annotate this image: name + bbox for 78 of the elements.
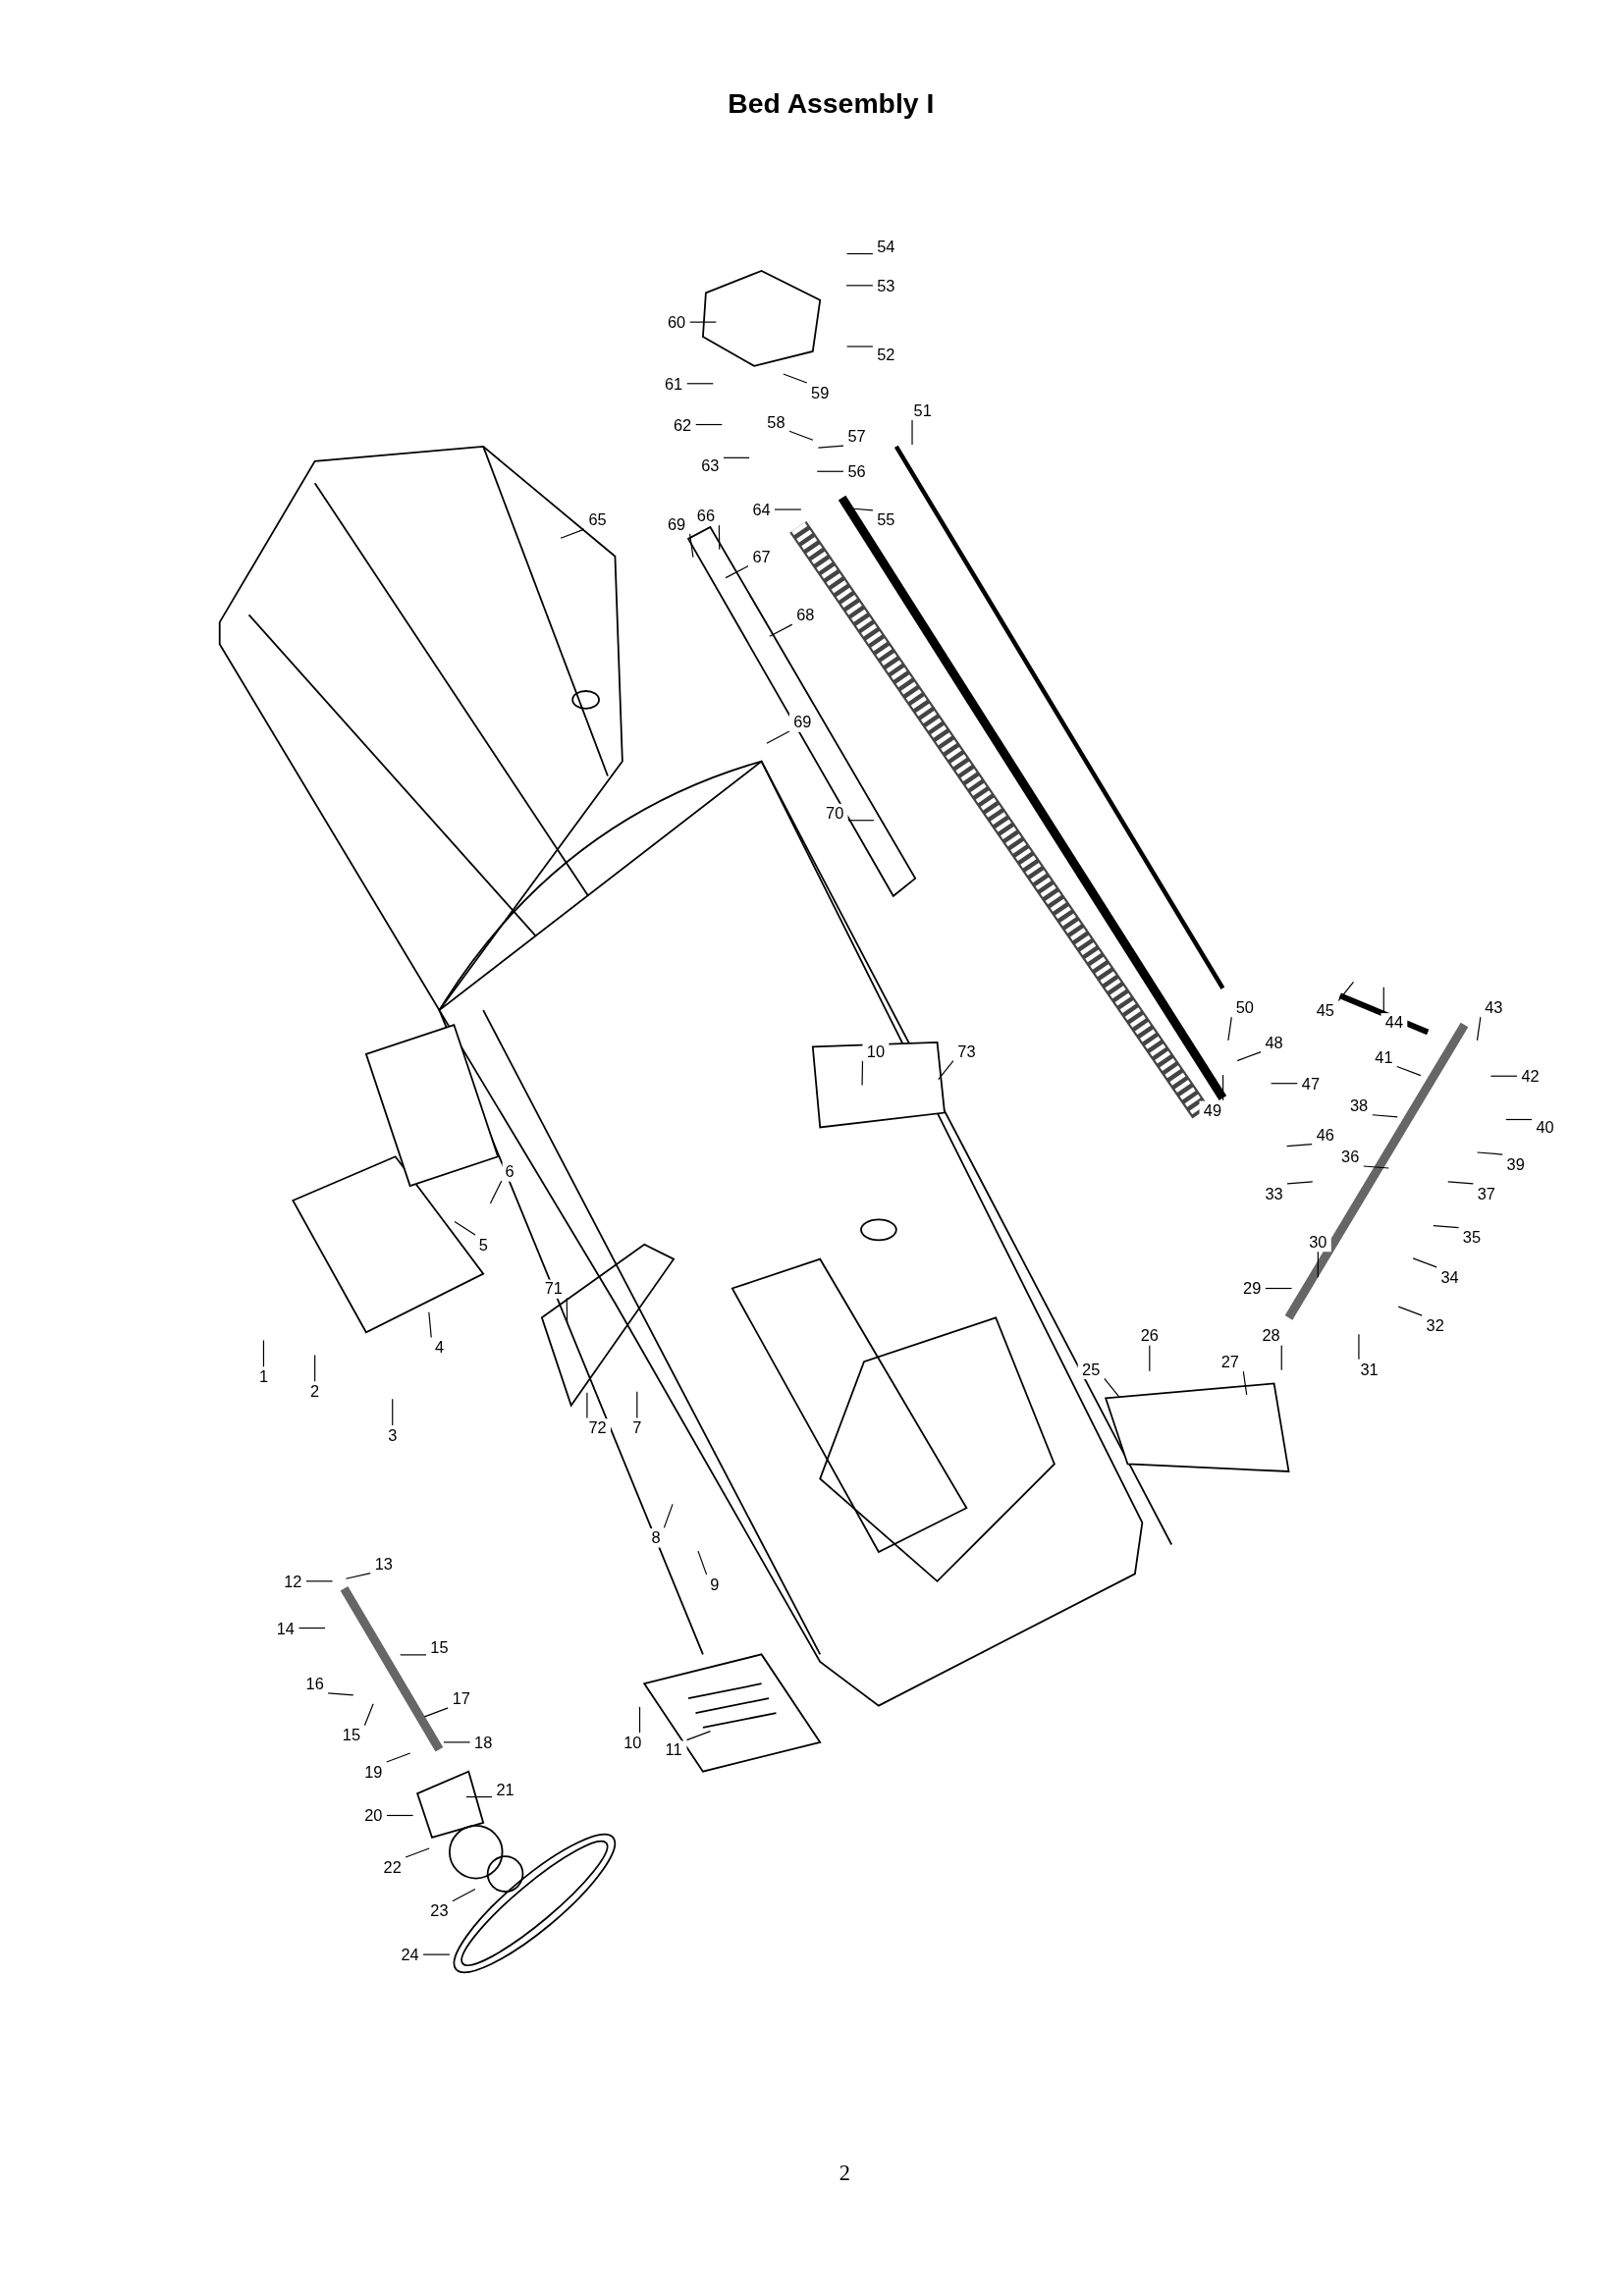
leader-line — [1280, 1344, 1282, 1371]
leader-line — [845, 285, 874, 287]
leader-line — [846, 252, 874, 255]
leader-line — [363, 1703, 374, 1727]
leader-line — [400, 1654, 427, 1656]
leader-line — [694, 423, 723, 426]
leader-line — [1396, 1065, 1422, 1077]
leader-line — [305, 1580, 334, 1582]
leader-line — [392, 1398, 394, 1426]
leader-line — [1382, 987, 1384, 1013]
leader-line — [1412, 1257, 1437, 1268]
leader-line — [1227, 1016, 1232, 1041]
leader-line — [443, 1741, 471, 1743]
leader-line — [1149, 1344, 1151, 1372]
leader-line — [454, 1220, 476, 1236]
leader-line — [489, 1180, 503, 1204]
leader-line — [1476, 1151, 1503, 1155]
leader-line — [718, 524, 721, 551]
leader-line — [327, 1692, 354, 1696]
leader-line — [723, 456, 750, 458]
leader-line — [725, 564, 749, 579]
leader-line — [783, 373, 808, 384]
leader-line — [1222, 1074, 1224, 1101]
leader-line — [345, 1573, 371, 1579]
leader-line — [386, 1752, 411, 1763]
leader-line — [769, 623, 793, 637]
leader-line — [688, 533, 694, 559]
leader-line — [1337, 981, 1355, 1002]
leader-line — [1505, 1118, 1533, 1121]
leader-line — [1104, 1377, 1120, 1398]
leader-line — [1317, 1250, 1319, 1278]
leader-line — [298, 1627, 326, 1629]
leader-line — [847, 820, 875, 822]
leader-line — [636, 1391, 638, 1419]
leader-line — [816, 470, 844, 472]
leader-line — [1242, 1370, 1248, 1396]
leader-line — [452, 1888, 476, 1902]
leader-line — [1433, 1225, 1460, 1229]
page-number: 2 — [839, 2161, 850, 2186]
leader-line — [422, 1953, 451, 1955]
leader-line — [1265, 1287, 1293, 1290]
leader-line — [788, 430, 814, 441]
leader-line — [560, 528, 585, 539]
leader-line — [1363, 1165, 1389, 1169]
leader-line — [1476, 1016, 1482, 1041]
leader-line — [663, 1503, 674, 1528]
leader-line — [314, 1354, 316, 1382]
leader-line — [1286, 1144, 1313, 1148]
leader-line — [405, 1847, 430, 1858]
leader-line — [938, 1060, 954, 1081]
callout-number: 10 — [862, 1041, 890, 1061]
leader-line — [774, 508, 802, 510]
leader-line — [1271, 1083, 1299, 1085]
leader-line — [846, 346, 874, 347]
leader-line — [1447, 1181, 1475, 1185]
leader-line — [685, 1731, 712, 1741]
leader-line — [386, 1814, 414, 1817]
leader-line — [586, 1392, 588, 1419]
leader-line — [1371, 1114, 1398, 1118]
leader-line — [861, 1060, 864, 1087]
leader-line — [465, 1795, 493, 1798]
leader-line — [817, 445, 844, 449]
page-title: Bed Assembly I — [728, 87, 935, 121]
leader-line — [911, 418, 913, 446]
leader-line — [1358, 1333, 1360, 1361]
leader-line — [1489, 1075, 1518, 1077]
leader-line — [766, 730, 790, 744]
leader-line — [428, 1311, 432, 1339]
leader-line — [566, 1297, 568, 1323]
leader-line — [1236, 1051, 1262, 1062]
leader-line — [1286, 1181, 1314, 1185]
leader-line — [423, 1707, 449, 1718]
leader-line — [262, 1339, 265, 1367]
leader-line — [1397, 1306, 1423, 1316]
leader-line — [688, 321, 717, 323]
leader-line — [638, 1706, 641, 1734]
leader-line — [697, 1550, 708, 1575]
leader-line — [685, 383, 714, 385]
